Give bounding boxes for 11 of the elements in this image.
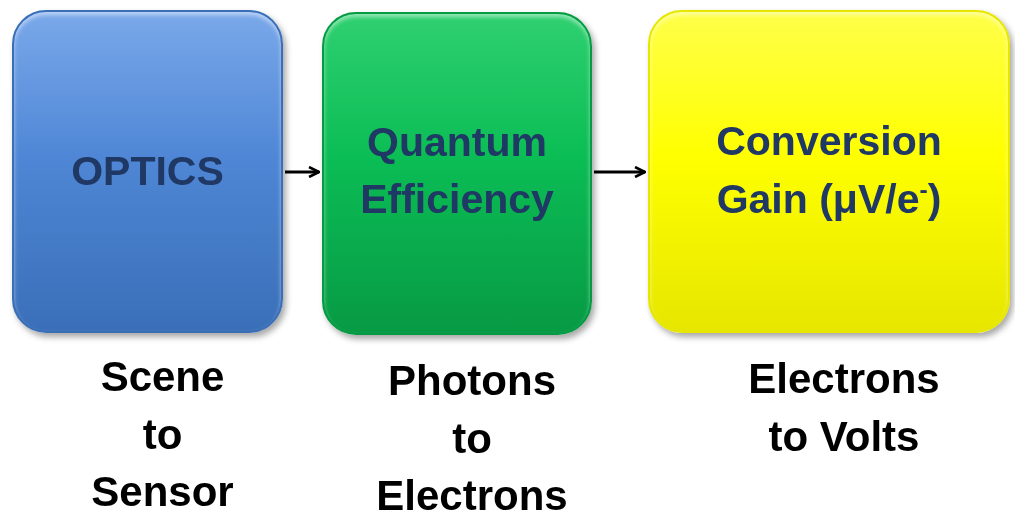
box-label: OPTICS	[71, 146, 224, 196]
caption-text: Photons to Electrons	[376, 356, 568, 512]
arrow	[285, 165, 321, 179]
arrow	[594, 165, 647, 179]
process-box	[12, 10, 283, 333]
caption-text: Electrons to Volts	[748, 354, 940, 462]
box-label: Conversion Gain (μV/e$^{-}$)	[716, 117, 942, 224]
caption-text: Scene to Sensor	[91, 352, 234, 512]
process-box	[648, 10, 1010, 333]
box-label: Quantum Efficiency	[360, 117, 554, 224]
process-box	[322, 12, 592, 335]
